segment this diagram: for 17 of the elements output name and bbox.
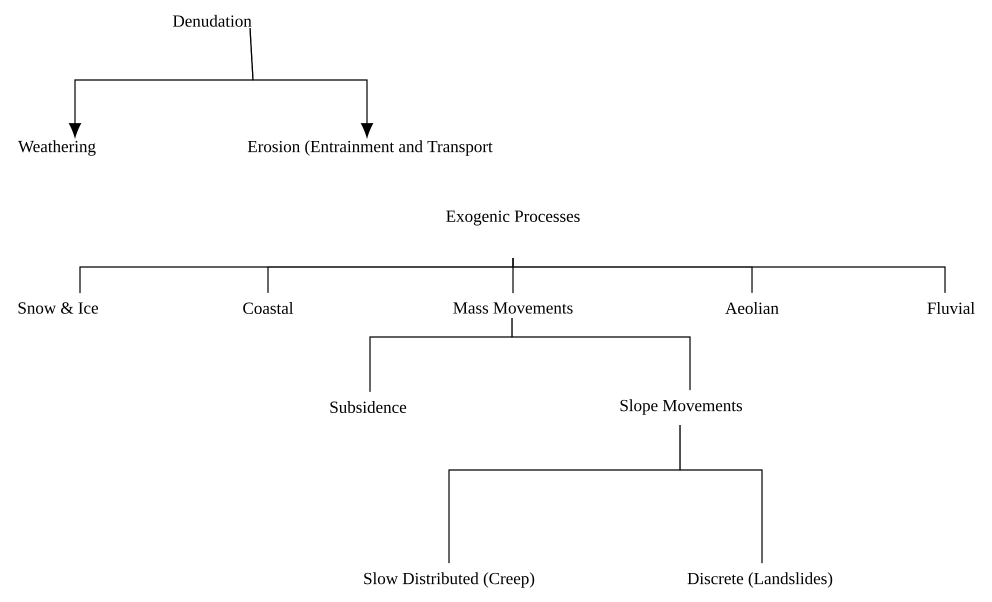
node-label: Coastal xyxy=(243,302,294,314)
node-label: Slow Distributed (Creep) xyxy=(364,572,534,588)
node-label: Exogenic Processes xyxy=(446,210,580,226)
node-label: Mass Movements xyxy=(453,302,573,314)
node-label: Fluvial xyxy=(927,302,975,314)
node-label: Snow & Ice xyxy=(18,302,98,314)
node-label: Slope Movements xyxy=(620,399,742,415)
node-label: Erosion (Entrainment and Transport xyxy=(248,140,493,156)
node-label: Subsidence xyxy=(330,401,406,413)
node-label: Weathering xyxy=(18,140,96,156)
node-label: Denudation xyxy=(172,14,252,27)
node-label: Aeolian xyxy=(725,302,779,314)
connector-line xyxy=(512,258,946,293)
connector-line xyxy=(679,425,763,564)
node-label: Discrete (Landslides) xyxy=(688,572,832,588)
arrow xyxy=(249,28,374,138)
connector-line xyxy=(511,318,691,390)
